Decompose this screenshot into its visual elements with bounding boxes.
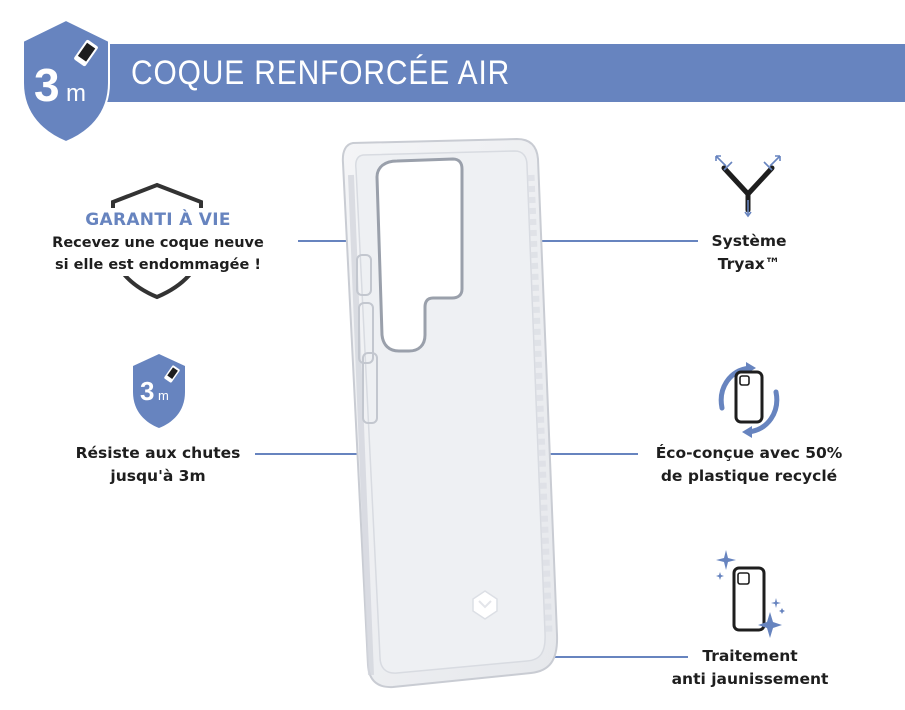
- phone-case-image: [341, 137, 559, 689]
- page-title: COQUE RENFORCÉE AIR: [131, 54, 511, 92]
- drop-shield-icon: 3 m: [133, 354, 185, 428]
- tryax-description: Système Tryax™: [690, 230, 808, 276]
- header-bar: COQUE RENFORCÉE AIR: [95, 44, 905, 102]
- warranty-title: GARANTI À VIE: [40, 208, 276, 232]
- eco-description: Éco-conçue avec 50% de plastique recyclé: [640, 442, 858, 488]
- connector-line-antiyellow: [500, 656, 688, 658]
- header-badge-number: 3: [34, 59, 60, 111]
- connector-line-drop: [255, 453, 367, 455]
- drop-badge-number: 3: [140, 376, 154, 406]
- connector-line-tryax: [530, 240, 698, 242]
- warranty-line-1: Recevez une coque neuve: [52, 235, 264, 251]
- antiyellow-description: Traitement anti jaunissement: [655, 645, 845, 691]
- warranty-line-2: si elle est endommagée !: [55, 257, 261, 273]
- connector-line-eco: [550, 453, 638, 455]
- tryax-line-2: Tryax™: [717, 255, 781, 273]
- eco-line-2: de plastique recyclé: [660, 467, 838, 485]
- eco-line-1: Éco-conçue avec 50%: [655, 444, 843, 462]
- antiyellow-line-2: anti jaunissement: [671, 670, 829, 688]
- drop-line-2: jusqu'à 3m: [110, 467, 206, 485]
- header-badge-unit: m: [66, 80, 86, 107]
- sparkle-phone-icon: [716, 550, 785, 638]
- connector-line-warranty: [298, 240, 360, 242]
- warranty-description: Recevez une coque neuve si elle est endo…: [28, 232, 288, 276]
- drop-badge-unit: m: [158, 388, 169, 403]
- drop-line-1: Résiste aux chutes: [75, 444, 241, 462]
- drop-description: Résiste aux chutes jusqu'à 3m: [60, 442, 256, 488]
- tryax-icon: [715, 155, 781, 218]
- antiyellow-line-1: Traitement: [702, 647, 798, 665]
- brand-logo-icon: [472, 590, 498, 620]
- recycle-phone-icon: [718, 362, 780, 438]
- shield-3m-badge-icon: 3 m: [22, 18, 110, 144]
- tryax-line-1: Système: [711, 232, 787, 250]
